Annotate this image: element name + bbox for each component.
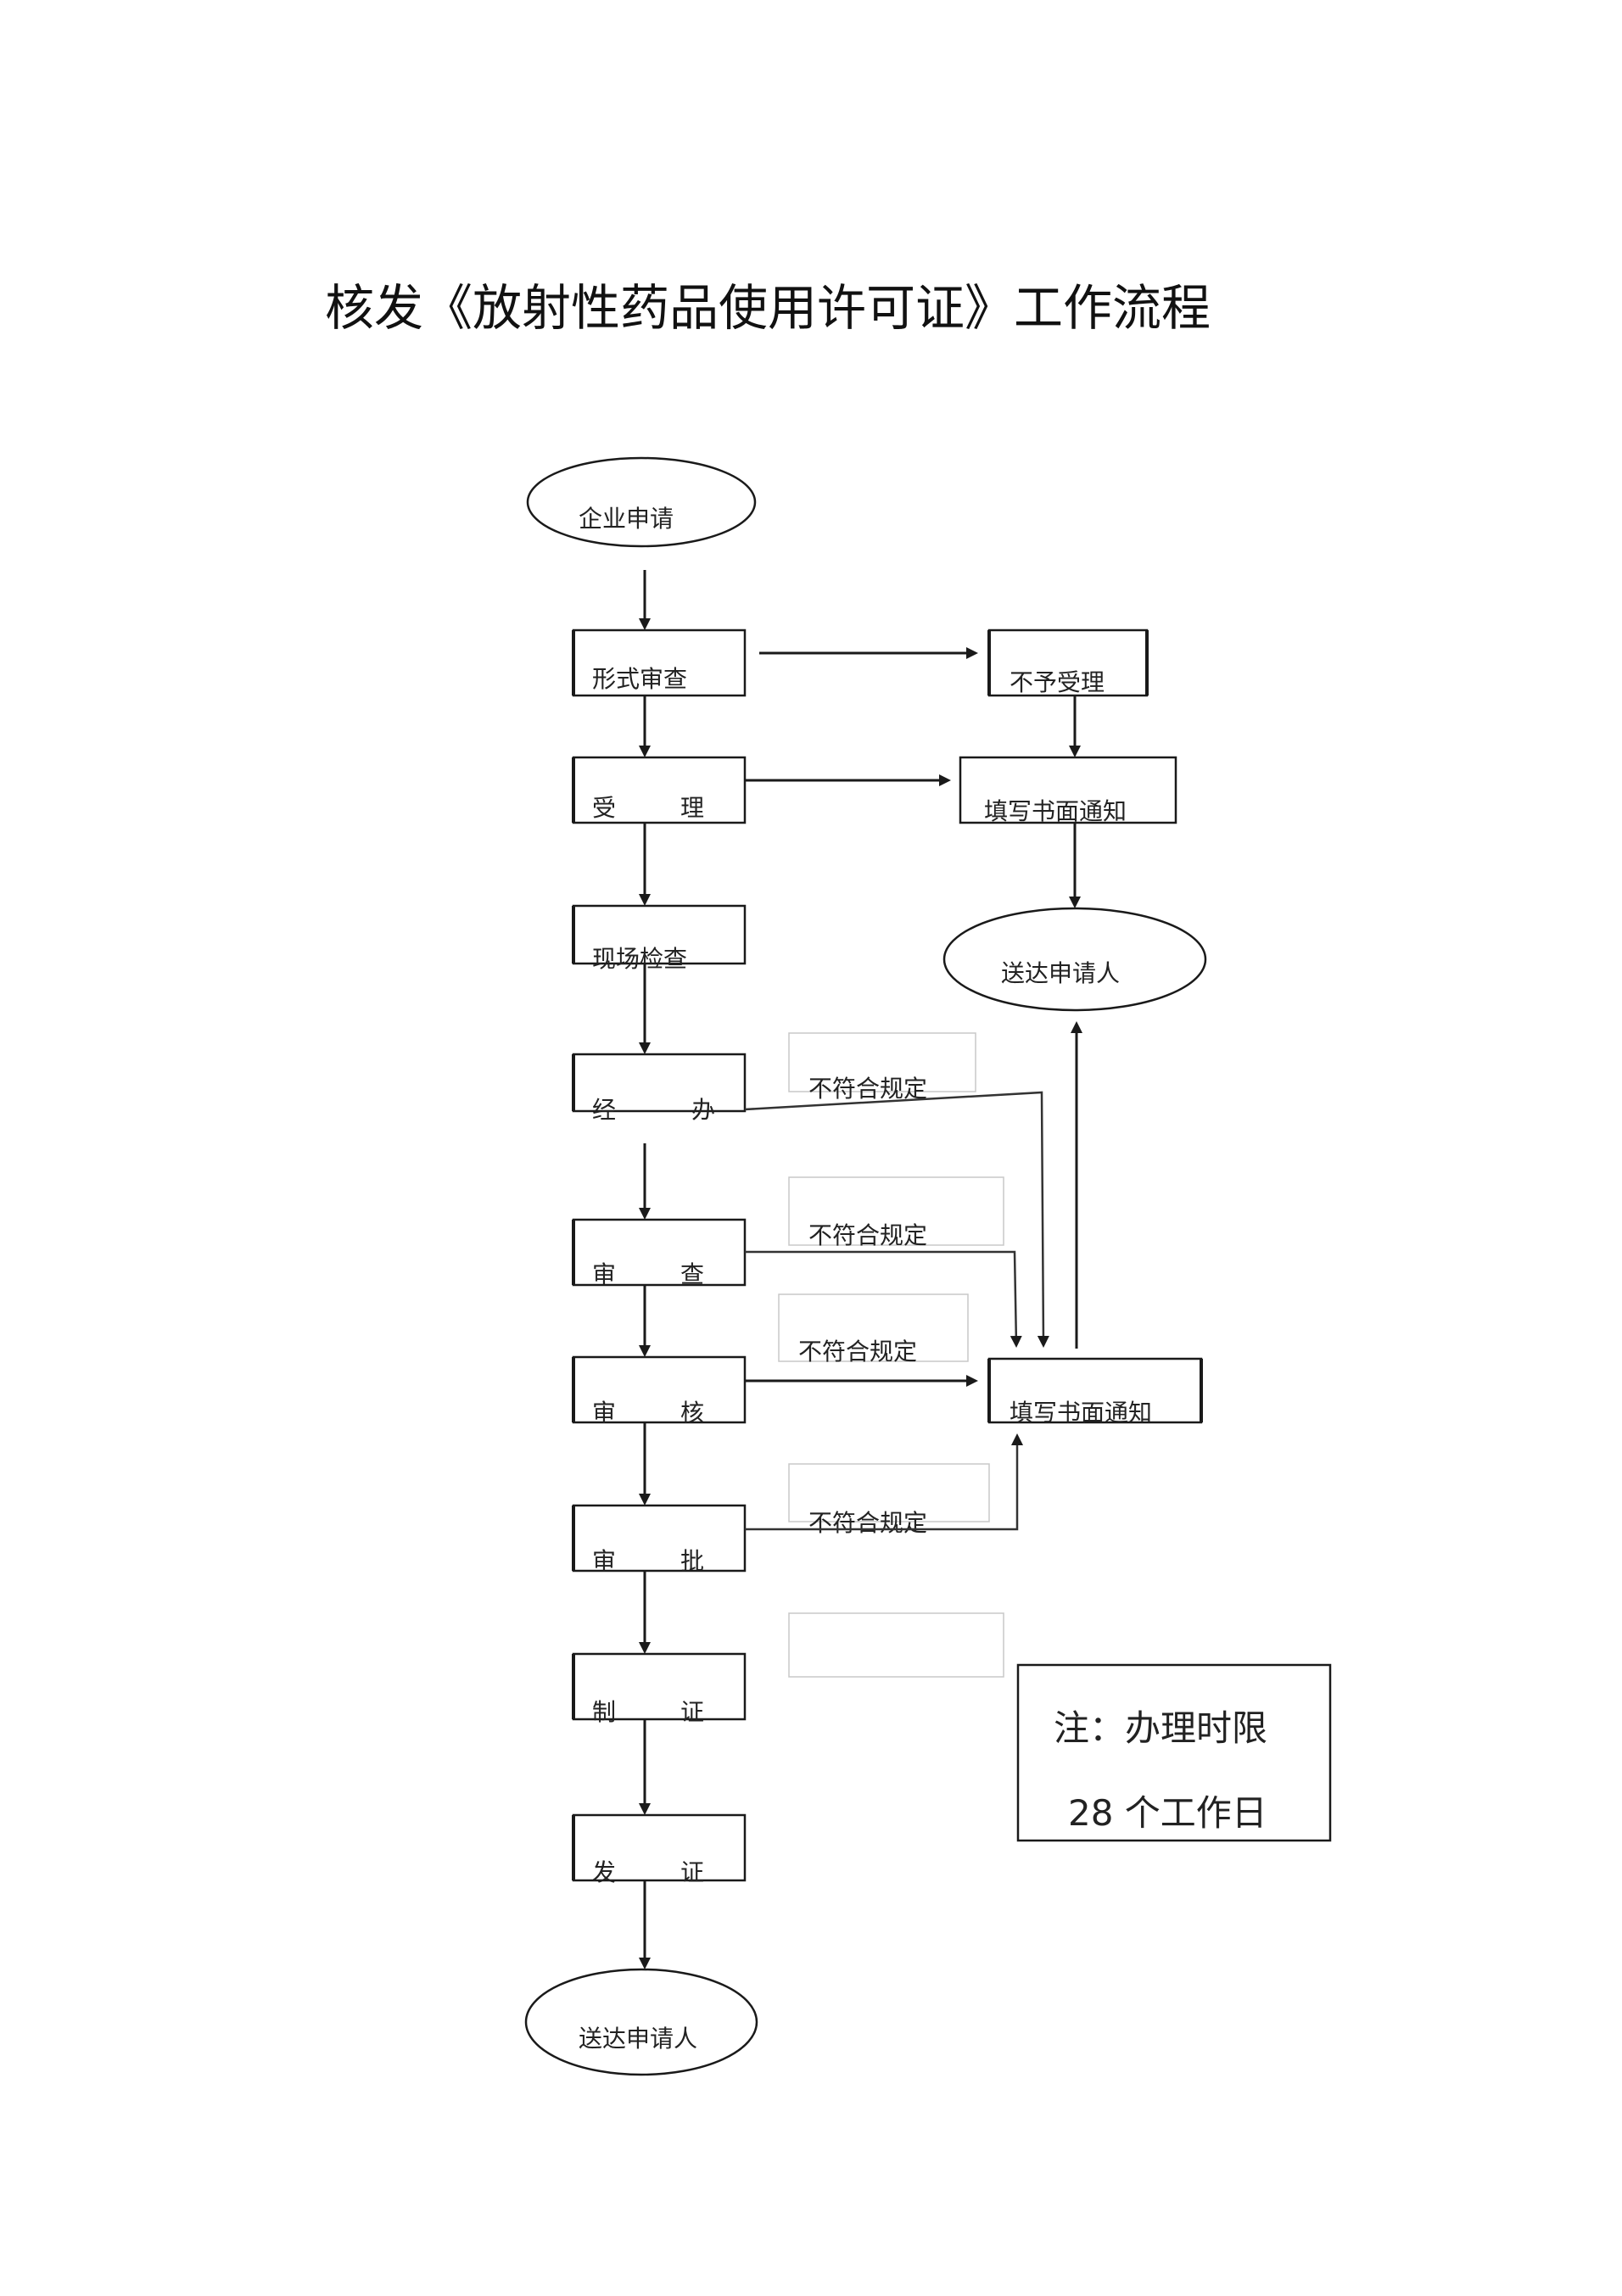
make-certificate-label-right: 证 — [680, 1698, 704, 1726]
verify-label-right: 核 — [680, 1399, 704, 1427]
formal-review-label: 形式审查 — [592, 665, 687, 693]
issue-certificate-label-left: 发 — [592, 1858, 616, 1886]
review-label-left: 审 — [592, 1260, 616, 1288]
deliver-right-node: 送达申请人 — [942, 907, 1207, 1012]
review-label-right: 查 — [680, 1260, 704, 1288]
notice-bottom-box: 填写书面通知 — [987, 1357, 1203, 1427]
accept-label-right: 理 — [680, 794, 704, 822]
condition-box-5-empty — [788, 1612, 1004, 1678]
deliver-right-label: 送达申请人 — [1001, 959, 1120, 987]
approve-box: 审 批 — [572, 1504, 747, 1575]
start-node: 企业申请 — [526, 456, 757, 548]
site-check-label: 现场检查 — [592, 945, 687, 973]
condition-box-1: 不符合规定 — [788, 1032, 976, 1103]
condition-label-2: 不符合规定 — [808, 1221, 927, 1249]
make-certificate-label-left: 制 — [592, 1698, 616, 1726]
reject-label: 不予受理 — [1010, 668, 1105, 696]
start-label: 企业申请 — [579, 505, 674, 533]
notice-bottom-label: 填写书面通知 — [1010, 1399, 1152, 1427]
handle-box: 经 办 — [572, 1053, 747, 1124]
verify-label-left: 审 — [592, 1399, 616, 1427]
note-line-1: 注：办理时限 — [1054, 1707, 1267, 1749]
condition-label-3: 不符合规定 — [798, 1338, 917, 1366]
approve-label-left: 审 — [592, 1547, 616, 1575]
review-box: 审 查 — [572, 1218, 747, 1288]
condition-box-3: 不符合规定 — [778, 1293, 969, 1366]
handle-label-right: 办 — [691, 1096, 715, 1124]
note-line-2: 28 个工作日 — [1068, 1792, 1267, 1834]
condition-label-4: 不符合规定 — [808, 1509, 927, 1537]
note-box: 注：办理时限 28 个工作日 — [1016, 1663, 1332, 1842]
verify-box: 审 核 — [572, 1355, 747, 1427]
site-check-box: 现场检查 — [572, 904, 747, 973]
end-label: 送达申请人 — [579, 2025, 697, 2053]
approve-label-right: 批 — [680, 1547, 704, 1575]
condition-label-1: 不符合规定 — [808, 1075, 927, 1103]
condition-box-4: 不符合规定 — [788, 1463, 990, 1537]
notice-top-label: 填写书面通知 — [984, 797, 1127, 825]
issue-certificate-box: 发 证 — [572, 1813, 747, 1886]
accept-box: 受 理 — [572, 756, 747, 824]
connector-review-to-notice — [745, 1250, 1022, 1348]
end-node: 送达申请人 — [524, 1968, 758, 2076]
connector-approve-to-notice — [745, 1433, 1023, 1531]
issue-certificate-label-right: 证 — [680, 1858, 704, 1886]
condition-box-2: 不符合规定 — [788, 1176, 1004, 1249]
accept-label-left: 受 — [592, 794, 616, 822]
notice-top-box: 填写书面通知 — [959, 756, 1177, 825]
connector-handle-to-notice — [744, 1091, 1049, 1348]
reject-box: 不予受理 — [987, 628, 1149, 697]
make-certificate-box: 制 证 — [572, 1652, 747, 1726]
handle-label-left: 经 — [592, 1096, 616, 1124]
page-title: 核发《放射性药品使用许可证》工作流程 — [325, 279, 1211, 337]
formal-review-box: 形式审查 — [572, 628, 747, 697]
